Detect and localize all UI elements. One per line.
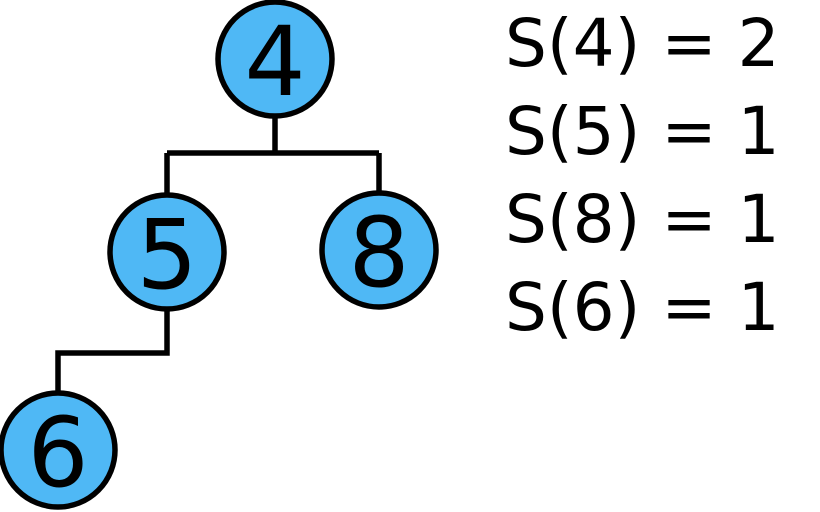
node-8[interactable]: 8 [319, 190, 439, 310]
node-5-circle[interactable] [107, 192, 227, 312]
node-6-label: 6 [27, 397, 88, 509]
equation-line-1: S(4) = 2 [505, 5, 780, 82]
equation-line-2: S(5) = 1 [505, 93, 780, 170]
edge-5-6 [55, 309, 170, 393]
equation-line-4: S(6) = 1 [505, 269, 780, 346]
node-4[interactable]: 4 [215, 0, 335, 119]
node-6-circle[interactable] [0, 390, 118, 510]
node-8-label: 8 [348, 197, 409, 309]
node-4-circle[interactable] [215, 0, 335, 119]
equation-line-3: S(8) = 1 [505, 181, 780, 258]
node-5-label: 5 [136, 199, 197, 311]
node-5[interactable]: 5 [107, 192, 227, 312]
node-4-label: 4 [244, 6, 305, 118]
node-8-circle[interactable] [319, 190, 439, 310]
equations-list: S(4) = 2 S(5) = 1 S(8) = 1 S(6) = 1 [505, 0, 820, 360]
node-6[interactable]: 6 [0, 390, 118, 510]
